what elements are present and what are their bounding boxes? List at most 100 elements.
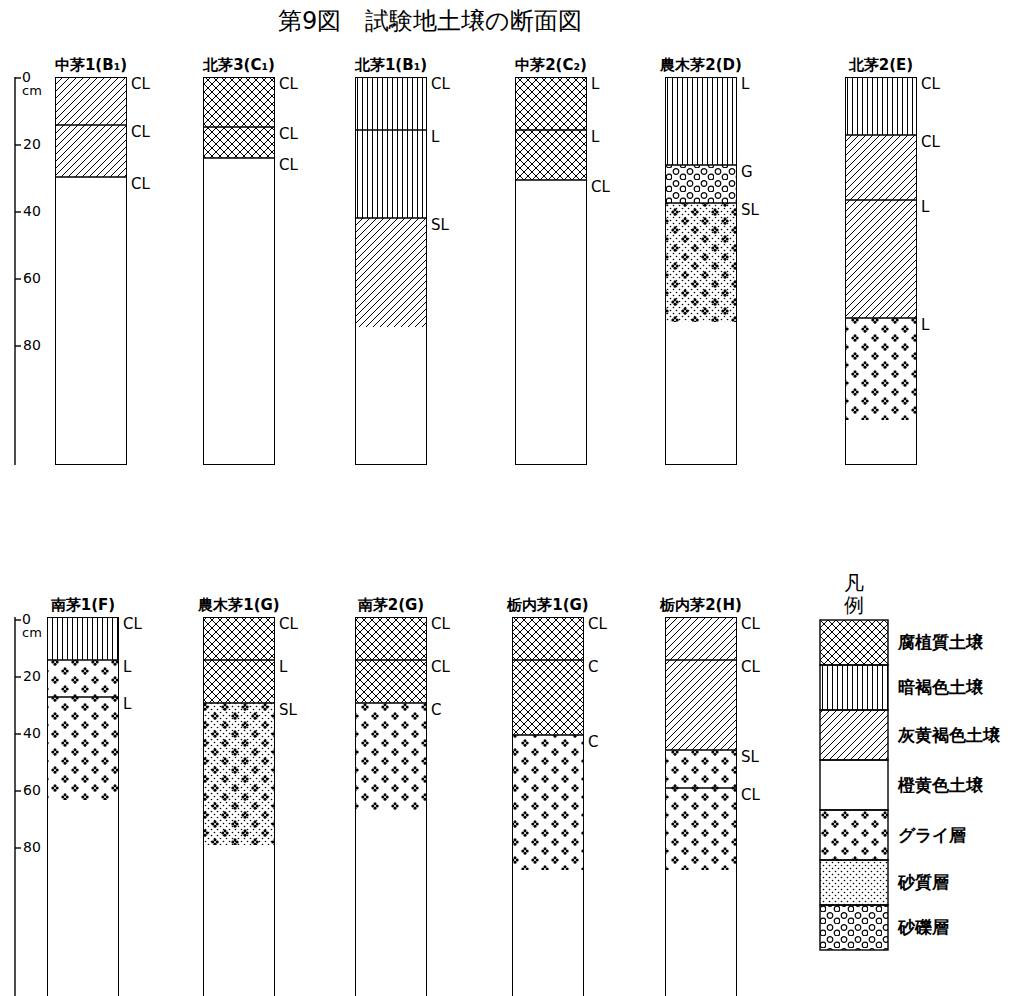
layer-boundary: [203, 659, 275, 660]
layer-boundary: [203, 157, 275, 158]
layer-boundary: [845, 317, 917, 318]
layer-boundary: [665, 659, 737, 660]
layer-fill: [55, 77, 127, 125]
layer-boundary: [665, 749, 737, 750]
layer-fill: [820, 620, 888, 665]
layer-fill: [203, 127, 275, 158]
layer-boundary: [512, 659, 584, 660]
depth-label: 80: [23, 338, 41, 353]
legend-swatch: [820, 905, 888, 950]
texture-label: CL: [131, 124, 150, 141]
texture-label: CL: [279, 157, 298, 174]
layer-boundary: [665, 202, 737, 203]
layer-boundary: [203, 702, 275, 703]
layer-fill: [845, 135, 917, 200]
layer-fill: [355, 77, 427, 130]
layer-boundary: [665, 787, 737, 788]
depth-axis: [14, 617, 15, 996]
column-heading: 中茅2(C₂): [515, 57, 587, 74]
layer-fill: [820, 710, 888, 760]
texture-label: L: [591, 129, 599, 146]
legend-text: 砂礫層: [898, 918, 949, 937]
layer-fill: [355, 218, 427, 327]
layer-fill: [820, 810, 888, 860]
layer-boundary: [55, 124, 127, 125]
layer-boundary: [47, 659, 119, 660]
depth-label: 80: [23, 840, 41, 855]
column-heading: 中茅1(B₁): [55, 57, 127, 74]
layer-boundary: [203, 126, 275, 127]
axis-tick: [15, 278, 21, 279]
soil-column: 農木茅2(D): [665, 77, 737, 465]
axis-tick: [15, 733, 21, 734]
soil-column: 南茅2(G): [355, 617, 427, 996]
sandy-fill: [665, 203, 737, 322]
texture-label: G: [741, 164, 753, 181]
layer-fill: [665, 165, 737, 203]
texture-label: CL: [131, 176, 150, 193]
layer-fill: [47, 697, 119, 800]
texture-label: CL: [279, 616, 298, 633]
texture-label: L: [279, 659, 287, 676]
texture-label: CL: [431, 76, 450, 93]
texture-label: CL: [123, 616, 142, 633]
soil-column: 北茅3(C₁): [203, 77, 275, 465]
texture-label: CL: [431, 616, 450, 633]
legend-text: 灰黄褐色土壌: [898, 726, 1000, 745]
texture-label: L: [591, 76, 599, 93]
soil-column: 栃内茅1(G): [512, 617, 584, 996]
texture-label: C: [588, 734, 598, 751]
legend-text: 砂質層: [898, 873, 949, 892]
texture-label: CL: [131, 76, 150, 93]
soil-column: 中茅1(B₁): [55, 77, 127, 465]
layer-fill: [203, 617, 275, 660]
column-heading: 農木茅1(G): [198, 597, 279, 614]
layer-fill: [355, 617, 427, 660]
texture-label: CL: [921, 134, 940, 151]
layer-fill: [355, 130, 427, 218]
unit-label: cm: [22, 626, 42, 640]
layer-fill: [55, 125, 127, 177]
texture-label: L: [921, 199, 929, 216]
layer-fill: [355, 660, 427, 703]
layer-fill: [515, 77, 587, 130]
column-heading: 栃内茅1(G): [507, 597, 588, 614]
legend-text: 腐植質土壌: [898, 633, 983, 652]
gley-fill: [665, 203, 737, 322]
soil-column: 南茅1(F): [47, 617, 119, 996]
layer-boundary: [515, 179, 587, 180]
legend-swatch: [820, 665, 888, 710]
axis-tick: [15, 676, 21, 677]
layer-boundary: [355, 129, 427, 130]
layer-fill: [845, 200, 917, 318]
axis-tick: [15, 847, 21, 848]
texture-label: C: [588, 659, 598, 676]
column-heading: 北茅3(C₁): [203, 57, 275, 74]
column-heading: 北茅2(E): [849, 57, 913, 74]
figure-title: 第9図 試験地土壌の断面図: [278, 8, 582, 34]
texture-label: CL: [591, 179, 610, 196]
legend-heading: 凡例: [844, 572, 864, 616]
texture-label: CL: [588, 616, 607, 633]
unit-label: cm: [22, 84, 42, 98]
texture-label: CL: [741, 787, 760, 804]
depth-label: 40: [23, 204, 41, 219]
axis-tick: [15, 790, 21, 791]
layer-fill: [845, 77, 917, 135]
sandy-fill: [203, 703, 275, 845]
soil-column: 北茅2(E): [845, 77, 917, 465]
depth-label: 60: [23, 783, 41, 798]
axis-tick: [15, 619, 21, 620]
axis-tick: [15, 77, 21, 78]
layer-fill: [47, 617, 119, 660]
layer-boundary: [355, 217, 427, 218]
column-heading: 北茅1(B₁): [355, 57, 427, 74]
column-heading: 農木茅2(D): [660, 57, 742, 74]
layer-boundary: [512, 734, 584, 735]
legend-swatch: [820, 860, 888, 905]
depth-label: 20: [23, 669, 41, 684]
layer-fill: [512, 660, 584, 735]
soil-column: 栃内茅2(H): [665, 617, 737, 996]
depth-label: 40: [23, 726, 41, 741]
